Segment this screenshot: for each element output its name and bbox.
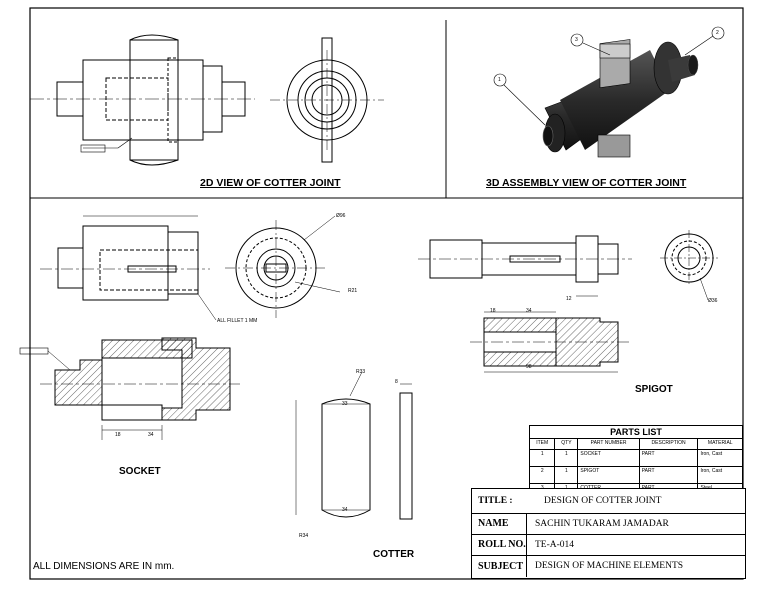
- dim-spigot-d: Ø36: [708, 298, 718, 304]
- socket-front-view: [40, 215, 217, 321]
- cotter-title: COTTER: [373, 549, 415, 560]
- col-material: MATERIAL: [697, 438, 743, 450]
- table-row: 1 1 SOCKET PART Iron, Cast: [528, 449, 743, 467]
- spigot-section-view: [470, 311, 632, 373]
- parts-list-table: PARTS LIST ITEM QTY PART NUMBER DESCRIPT…: [528, 425, 743, 495]
- cell: Iron, Cast: [697, 449, 743, 467]
- balloon-2: [711, 26, 725, 40]
- cell: PART: [638, 449, 699, 467]
- cell: Iron, Cast: [697, 466, 743, 484]
- dim-socket-18: 18: [115, 432, 121, 438]
- cotter-side-view: [399, 383, 413, 520]
- cell: SPIGOT: [577, 466, 640, 484]
- dim-socket-r: R21: [348, 288, 358, 294]
- col-description: DESCRIPTION: [638, 438, 699, 450]
- col-part-number: PART NUMBER: [577, 438, 640, 450]
- view-3d-title: 3D ASSEMBLY VIEW OF COTTER JOINT: [486, 177, 687, 189]
- view-2d-title: 2D VIEW OF COTTER JOINT: [200, 177, 341, 189]
- dim-spigot-18: 18: [490, 308, 496, 314]
- parts-list-title: PARTS LIST: [529, 425, 743, 439]
- dim-spigot-12: 12: [566, 296, 572, 302]
- table-row: 2 1 SPIGOT PART Iron, Cast: [528, 466, 743, 484]
- dim-socket-d: Ø96: [336, 213, 346, 219]
- cell: 1: [528, 449, 556, 467]
- fillet-note: ALL FILLET 1 MM: [217, 318, 258, 324]
- balloon-2-label: 2: [716, 30, 719, 36]
- roll-label: ROLL NO.: [472, 534, 527, 555]
- dim-cotter-r33: R33: [356, 369, 366, 375]
- sheet-border: [29, 7, 744, 580]
- col-item: ITEM: [528, 438, 556, 450]
- dim-cotter-r34: R34: [299, 533, 309, 539]
- assembly-3d-view: [493, 26, 725, 158]
- name-value: SACHIN TUKARAM JAMADAR: [535, 518, 669, 529]
- dim-cotter-w33: 33: [342, 401, 348, 407]
- cell: 1: [554, 449, 579, 467]
- balloon-3-label: 3: [575, 37, 578, 43]
- roll-value: TE-A-014: [535, 539, 575, 550]
- spigot-title: SPIGOT: [635, 384, 673, 395]
- dim-cotter-t: 8: [395, 379, 398, 385]
- subject-value: DESIGN OF MACHINE ELEMENTS: [535, 561, 684, 571]
- cell: SOCKET: [577, 449, 640, 467]
- socket-side-view: [225, 215, 341, 318]
- name-label: NAME: [472, 513, 527, 534]
- balloon-1-label: 1: [498, 77, 501, 83]
- balloon-3: [570, 33, 584, 47]
- dim-spigot-34: 34: [526, 308, 532, 314]
- socket-title: SOCKET: [119, 466, 161, 477]
- title-block: TITLE : DESIGN OF COTTER JOINT NAME SACH…: [471, 488, 746, 579]
- assembly-front-view: [30, 34, 255, 166]
- dim-spigot-len: 98: [526, 364, 532, 370]
- parts-list-header: ITEM QTY PART NUMBER DESCRIPTION MATERIA…: [528, 438, 743, 450]
- spigot-side-view: [660, 230, 718, 301]
- assembly-side-view: [270, 37, 384, 163]
- socket-section-view: [19, 337, 240, 440]
- balloon-1: [493, 73, 507, 87]
- dimension-note: ALL DIMENSIONS ARE IN mm.: [33, 561, 175, 572]
- title-value: DESIGN OF COTTER JOINT: [544, 496, 662, 506]
- cell: 2: [528, 466, 556, 484]
- title-label: TITLE :: [478, 496, 513, 506]
- dim-cotter-w34: 34: [342, 507, 348, 513]
- cell: PART: [638, 466, 699, 484]
- cotter-front-view: [295, 371, 371, 518]
- cell: 1: [554, 466, 579, 484]
- subject-label: SUBJECT: [472, 555, 527, 577]
- dim-socket-34: 34: [148, 432, 154, 438]
- spigot-front-view: [418, 235, 632, 297]
- col-qty: QTY: [554, 438, 579, 450]
